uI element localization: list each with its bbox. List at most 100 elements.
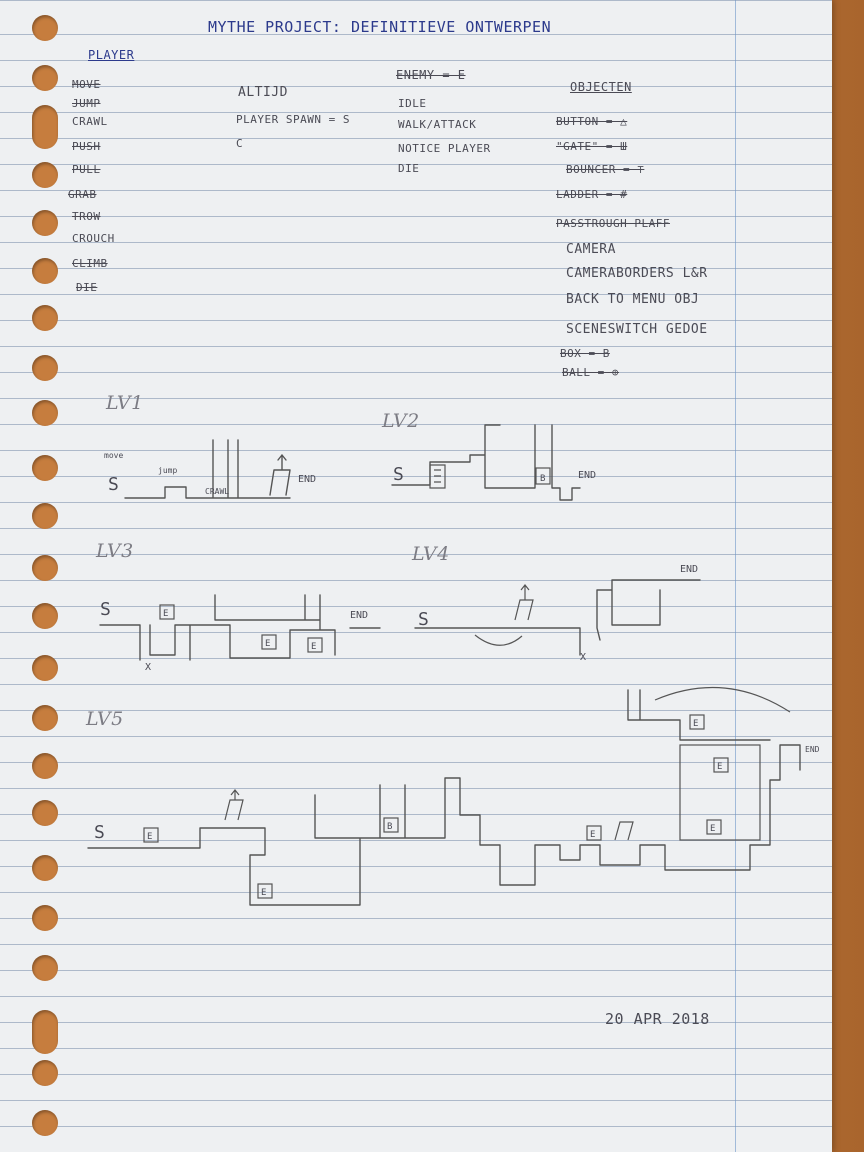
- lv5-gate-icon: [224, 789, 244, 821]
- player-spawn-note: PLAYER SPAWN = S: [236, 113, 350, 126]
- binder-hole: [32, 800, 58, 826]
- lv5-enemy: [143, 827, 159, 843]
- lv5-enemy: [586, 825, 602, 841]
- lv3-end-label: END: [350, 610, 368, 621]
- player-item: CRAWL: [72, 115, 108, 128]
- lv1-gate-icon: [269, 454, 291, 496]
- player-item: MOVE: [72, 78, 101, 91]
- binder-hole: [32, 305, 58, 331]
- binder-hole: [32, 1060, 58, 1086]
- lv5-box-mark: B: [387, 822, 392, 832]
- lv5-ground: [87, 689, 801, 906]
- binder-hole: [32, 258, 58, 284]
- level-label-lv5: LV5: [86, 708, 124, 730]
- binder-hole: [32, 1010, 58, 1054]
- lv5-spawn-label: S: [94, 822, 105, 843]
- date-note: 20 APR 2018: [605, 1010, 710, 1028]
- level-1-sketch: move S jump CRAWL END: [104, 439, 316, 499]
- level-label-lv4: LV4: [412, 543, 450, 565]
- lv4-ground: [414, 579, 701, 656]
- binder-hole: [32, 455, 58, 481]
- enemy-item: WALK/ATTACK: [398, 118, 477, 131]
- lv3-enemy-mark: E: [163, 609, 168, 619]
- binder-hole: [32, 503, 58, 529]
- binder-hole: [32, 705, 58, 731]
- player-header: PLAYER: [88, 48, 135, 62]
- lv4-cross-mark: X: [580, 652, 586, 663]
- player-item: CLIMB: [72, 257, 108, 270]
- lv1-crawl-label: CRAWL: [205, 487, 229, 496]
- altijd-header: ALTIJD: [238, 85, 288, 100]
- level-2-sketch: S B END: [391, 424, 596, 501]
- lv1-end-label: END: [298, 474, 316, 485]
- lv2-ladder-icon: [429, 464, 446, 489]
- altijd-note: C: [236, 137, 244, 150]
- lv5-enemy: [689, 714, 705, 730]
- binder-hole: [32, 905, 58, 931]
- lv3-ground: [99, 594, 381, 661]
- object-item: BALL = ⊕: [562, 366, 619, 379]
- lv3-enemy: [159, 604, 175, 620]
- ruled-notebook-page: [0, 0, 832, 1152]
- lv5-end-label: END: [805, 745, 820, 754]
- lv2-box: [535, 467, 551, 485]
- lv1-spawn-label: S: [108, 474, 119, 495]
- object-item: BUTTON = △: [556, 115, 628, 128]
- player-item: PUSH: [72, 140, 101, 153]
- binder-hole: [32, 1110, 58, 1136]
- enemy-item: NOTICE PLAYER: [398, 142, 491, 155]
- binder-hole: [32, 65, 58, 91]
- enemy-item: IDLE: [398, 97, 427, 110]
- lv5-enemy-mark: E: [717, 762, 722, 772]
- lv2-end-label: END: [578, 470, 596, 481]
- lv3-cross-mark: X: [145, 662, 151, 673]
- player-item: PULL: [72, 163, 101, 176]
- lv5-enemy-mark: E: [710, 824, 715, 834]
- lv5-enemy-mark: E: [693, 719, 698, 729]
- level-4-sketch: S X END: [414, 564, 701, 663]
- binder-hole: [32, 162, 58, 188]
- level-label-lv1: LV1: [106, 392, 144, 414]
- page-title: MYTHE PROJECT: DEFINITIEVE ONTWERPEN: [208, 18, 552, 36]
- lv5-enemy-mark: E: [590, 830, 595, 840]
- binder-hole: [32, 955, 58, 981]
- lv4-arrow: [474, 634, 523, 646]
- binder-hole: [32, 655, 58, 681]
- lv5-box: [383, 817, 399, 833]
- object-item: BACK TO MENU OBJ: [566, 292, 700, 307]
- enemy-item: DIE: [398, 162, 420, 175]
- lv5-tower: [679, 744, 761, 841]
- lv5-enemy: [713, 757, 729, 773]
- binder-hole: [32, 400, 58, 426]
- lv1-jump-label: jump: [158, 466, 177, 475]
- lv5-enemy: [257, 883, 273, 899]
- player-item: TROW: [72, 210, 101, 223]
- object-item: LADDER = #: [556, 188, 628, 201]
- lv2-spawn-label: S: [393, 464, 404, 485]
- lv1-move-label: move: [104, 451, 123, 460]
- binder-hole: [32, 355, 58, 381]
- lv5-gate-icon: [614, 821, 634, 841]
- lv3-enemy-mark: E: [265, 639, 270, 649]
- player-item: JUMP: [72, 97, 101, 110]
- level-label-lv2: LV2: [382, 410, 420, 432]
- lv4-gate-icon: [514, 584, 534, 621]
- object-item: SCENESWITCH GEDOE: [566, 322, 708, 337]
- object-item: CAMERA: [566, 242, 616, 257]
- margin-line: [735, 0, 736, 1152]
- binder-hole: [32, 555, 58, 581]
- lv5-enemy-mark: E: [147, 832, 152, 842]
- binder-hole: [32, 603, 58, 629]
- level-5-sketch: S E E B E E E E END: [87, 686, 820, 906]
- lv3-enemy-mark: E: [311, 642, 316, 652]
- object-item: CAMERABORDERS L&R: [566, 266, 708, 281]
- lv5-enemy: [706, 819, 722, 835]
- binder-hole: [32, 855, 58, 881]
- lv1-ground: [124, 439, 291, 499]
- level-label-lv3: LV3: [96, 540, 134, 562]
- enemy-header: ENEMY = E: [396, 68, 466, 82]
- binder-hole: [32, 753, 58, 779]
- object-item: "GATE" = Ш: [556, 140, 628, 153]
- object-item: PASSTROUGH PLAFF: [556, 217, 670, 230]
